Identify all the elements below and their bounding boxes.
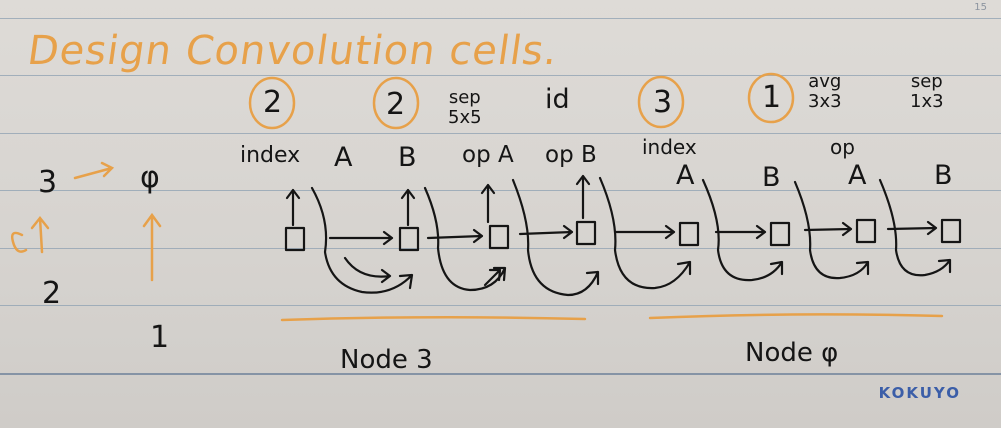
label-op-2: op bbox=[830, 135, 855, 159]
cell-box bbox=[940, 218, 962, 244]
forward-arrow bbox=[803, 221, 853, 237]
circled-number-2: 2 bbox=[386, 87, 406, 122]
ruled-line bbox=[0, 190, 1001, 191]
forward-arrow bbox=[714, 224, 767, 240]
sweep-curve bbox=[423, 186, 507, 292]
orange-underline bbox=[280, 315, 587, 322]
op-id: id bbox=[545, 84, 570, 115]
cell-box bbox=[575, 220, 597, 246]
sweep-curve bbox=[793, 180, 870, 280]
orange-arrow bbox=[73, 161, 115, 180]
orange-underline bbox=[648, 313, 944, 320]
up-arrow bbox=[575, 174, 591, 220]
label-index-2: index bbox=[642, 135, 697, 159]
under-arrow bbox=[483, 268, 502, 287]
ruled-line bbox=[0, 75, 1001, 76]
circled-number-3: 3 bbox=[653, 85, 673, 120]
op-avg-3x3: avg 3x3 bbox=[808, 71, 842, 112]
up-arrow bbox=[480, 183, 496, 224]
label-A-2: A bbox=[676, 160, 695, 191]
cell-box bbox=[488, 224, 510, 250]
node-label-3: Node 3 bbox=[340, 345, 433, 375]
op-sep-1x3: sep 1x3 bbox=[910, 71, 944, 112]
brand-logo: KOKUYO bbox=[878, 384, 961, 402]
ruled-line bbox=[0, 133, 1001, 134]
under-arrow bbox=[343, 256, 392, 284]
label-B-3: B bbox=[934, 160, 953, 191]
node-label-phi: Node φ bbox=[745, 338, 839, 368]
label-A-1: A bbox=[334, 142, 353, 173]
orange-arrow bbox=[30, 215, 50, 254]
page-number: 15 bbox=[974, 2, 987, 13]
cell-box bbox=[855, 218, 877, 244]
sweep-curve bbox=[701, 178, 784, 282]
orange-circle bbox=[372, 76, 420, 130]
ruled-line bbox=[0, 305, 1001, 306]
left-top-number: 3 bbox=[38, 165, 58, 200]
forward-arrow bbox=[426, 228, 484, 244]
op-sep-5x5: sep 5x5 bbox=[448, 87, 482, 128]
up-arrow bbox=[285, 188, 301, 227]
label-opA-1: op A bbox=[462, 142, 514, 168]
left-phi: φ bbox=[140, 160, 160, 195]
sweep-curve bbox=[511, 178, 600, 297]
cell-box bbox=[769, 221, 791, 247]
sweep-curve bbox=[310, 186, 414, 294]
orange-arrow bbox=[142, 212, 162, 282]
label-A-3: A bbox=[848, 160, 867, 191]
orange-circle bbox=[637, 75, 685, 129]
label-opB-1: op B bbox=[545, 142, 597, 168]
label-B-1: B bbox=[398, 142, 417, 173]
circled-number-1: 2 bbox=[263, 85, 283, 120]
cell-box bbox=[284, 226, 306, 252]
cell-box bbox=[678, 221, 700, 247]
ruled-line bbox=[0, 18, 1001, 19]
orange-circle bbox=[248, 76, 296, 130]
forward-arrow bbox=[614, 224, 676, 240]
label-B-2: B bbox=[762, 162, 781, 193]
label-index-1: index bbox=[240, 143, 301, 168]
sweep-curve bbox=[598, 176, 692, 290]
orange-circle bbox=[747, 72, 795, 124]
cell-box bbox=[398, 226, 420, 252]
circled-number-4: 1 bbox=[762, 80, 782, 115]
left-bottom-number: 1 bbox=[150, 320, 170, 355]
up-arrow bbox=[400, 188, 416, 227]
ruled-line bbox=[0, 373, 1001, 375]
orange-arrow bbox=[11, 231, 28, 253]
left-middle-number: 2 bbox=[42, 276, 62, 311]
forward-arrow bbox=[328, 230, 394, 246]
sweep-curve bbox=[878, 178, 952, 277]
